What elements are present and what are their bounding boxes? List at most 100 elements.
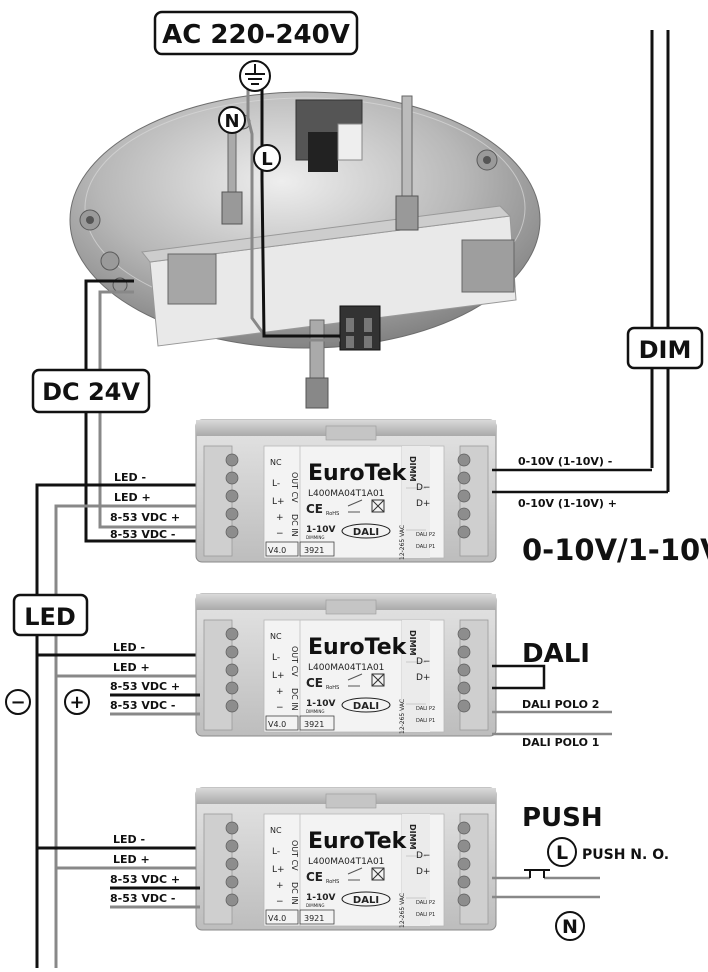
svg-text:DC IN: DC IN bbox=[290, 688, 299, 711]
svg-text:+: + bbox=[69, 692, 84, 713]
svg-text:−: − bbox=[276, 529, 284, 539]
svg-text:DALI POLO 1: DALI POLO 1 bbox=[522, 736, 599, 749]
svg-text:DALI P1: DALI P1 bbox=[416, 912, 435, 918]
svg-text:DC IN: DC IN bbox=[290, 882, 299, 905]
svg-text:DIMM: DIMM bbox=[408, 824, 417, 850]
svg-text:12-265 VAC: 12-265 VAC bbox=[399, 525, 406, 560]
brand-logo: EuroTek bbox=[308, 829, 408, 854]
led-label: LED bbox=[12, 593, 89, 637]
push-neutral-marker bbox=[555, 911, 585, 941]
svg-text:NC: NC bbox=[270, 632, 282, 641]
svg-text:OUT CV: OUT CV bbox=[290, 472, 299, 503]
driver3-wire-labels: LED - LED + 8-53 VDC + 8-53 VDC - bbox=[110, 833, 180, 905]
svg-text:DIMMING: DIMMING bbox=[306, 535, 324, 540]
svg-text:L400MA04T1A01: L400MA04T1A01 bbox=[308, 663, 384, 673]
brand-logo: EuroTek bbox=[308, 461, 408, 486]
brand-logo: EuroTek bbox=[308, 635, 408, 660]
driver3-feed-wires bbox=[110, 886, 200, 909]
svg-text:DALI P1: DALI P1 bbox=[416, 718, 435, 724]
led-plus-marker: + bbox=[64, 689, 90, 715]
svg-text:0-10V (1-10V) +: 0-10V (1-10V) + bbox=[518, 497, 617, 510]
svg-text:L+: L+ bbox=[272, 671, 285, 681]
driver-module-3: NC L- L+ + − OUT CV DC IN EuroTek L400MA… bbox=[195, 787, 497, 931]
svg-text:RoHS: RoHS bbox=[326, 511, 339, 517]
svg-text:N: N bbox=[224, 111, 239, 132]
svg-text:DALI P2: DALI P2 bbox=[416, 532, 435, 538]
svg-text:L-: L- bbox=[272, 479, 280, 489]
section2-title: DALI bbox=[522, 639, 590, 669]
svg-text:L: L bbox=[261, 149, 272, 170]
led-minus-marker: − bbox=[5, 689, 31, 715]
svg-text:L-: L- bbox=[272, 653, 280, 663]
ground-icon bbox=[239, 60, 271, 92]
svg-text:12-265 VAC: 12-265 VAC bbox=[399, 893, 406, 928]
svg-text:NC: NC bbox=[270, 458, 282, 467]
svg-text:L: L bbox=[556, 842, 568, 864]
driver2-wire-labels: LED - LED + 8-53 VDC + 8-53 VDC - bbox=[110, 641, 180, 712]
svg-text:LED +: LED + bbox=[114, 491, 151, 504]
svg-text:L+: L+ bbox=[272, 497, 285, 507]
svg-text:DALI P2: DALI P2 bbox=[416, 706, 435, 712]
line-marker-top: L bbox=[253, 144, 281, 172]
svg-text:CE: CE bbox=[306, 870, 323, 884]
svg-text:DALI: DALI bbox=[353, 527, 379, 538]
svg-text:L400MA04T1A01: L400MA04T1A01 bbox=[308, 857, 384, 867]
svg-text:LED: LED bbox=[24, 603, 76, 631]
svg-text:−: − bbox=[276, 897, 284, 907]
dc-supply-label: DC 24V bbox=[31, 368, 151, 414]
svg-text:N: N bbox=[562, 916, 578, 938]
svg-text:8-53 VDC +: 8-53 VDC + bbox=[110, 680, 180, 693]
power-supply-body bbox=[141, 95, 517, 409]
driver-module-1: NC L- L+ + − OUT CV DC IN EuroTek L400MA… bbox=[195, 419, 497, 563]
svg-text:+: + bbox=[276, 687, 284, 697]
driver1-wire-labels: LED - LED + 8-53 VDC + 8-53 VDC - bbox=[110, 471, 180, 541]
svg-text:0-10V (1-10V) -: 0-10V (1-10V) - bbox=[518, 455, 612, 468]
dim-label: DIM bbox=[626, 326, 704, 370]
section2-dali: DALI DALI POLO 2 DALI POLO 1 bbox=[492, 639, 612, 749]
svg-text:1-10V: 1-10V bbox=[306, 525, 336, 535]
svg-text:8-53 VDC +: 8-53 VDC + bbox=[110, 511, 180, 524]
svg-text:3921: 3921 bbox=[304, 546, 324, 555]
svg-text:D+: D+ bbox=[416, 867, 430, 877]
svg-text:8-53 VDC +: 8-53 VDC + bbox=[110, 873, 180, 886]
svg-text:L400MA04T1A01: L400MA04T1A01 bbox=[308, 489, 384, 499]
svg-text:RoHS: RoHS bbox=[326, 685, 339, 691]
svg-text:LED +: LED + bbox=[113, 853, 150, 866]
driver2-feed-wires bbox=[110, 693, 200, 716]
svg-text:OUT CV: OUT CV bbox=[290, 646, 299, 677]
svg-text:NC: NC bbox=[270, 826, 282, 835]
svg-text:CE: CE bbox=[306, 502, 323, 516]
svg-text:RoHS: RoHS bbox=[326, 879, 339, 885]
svg-text:−: − bbox=[10, 692, 25, 713]
svg-text:3921: 3921 bbox=[304, 914, 324, 923]
driver-module-2: NC L- L+ + − OUT CV DC IN EuroTek L400MA… bbox=[195, 593, 497, 737]
svg-text:+: + bbox=[276, 881, 284, 891]
svg-text:DALI P1: DALI P1 bbox=[416, 544, 435, 550]
svg-text:D+: D+ bbox=[416, 673, 430, 683]
svg-text:DC IN: DC IN bbox=[290, 514, 299, 537]
svg-text:DIMMING: DIMMING bbox=[306, 903, 324, 908]
svg-text:L+: L+ bbox=[272, 865, 285, 875]
svg-text:DIMM: DIMM bbox=[408, 630, 417, 656]
svg-text:DALI: DALI bbox=[353, 701, 379, 712]
svg-text:LED +: LED + bbox=[113, 661, 150, 674]
ac-supply-text: AC 220-240V bbox=[162, 20, 350, 50]
svg-text:8-53 VDC -: 8-53 VDC - bbox=[110, 528, 175, 541]
svg-text:L-: L- bbox=[272, 847, 280, 857]
svg-text:8-53 VDC -: 8-53 VDC - bbox=[110, 699, 175, 712]
push-line-marker bbox=[547, 837, 577, 867]
svg-text:D−: D− bbox=[416, 657, 430, 667]
svg-text:D−: D− bbox=[416, 483, 430, 493]
svg-text:DALI P2: DALI P2 bbox=[416, 900, 435, 906]
svg-text:LED -: LED - bbox=[114, 471, 146, 484]
svg-text:8-53 VDC -: 8-53 VDC - bbox=[110, 892, 175, 905]
svg-text:V4.0: V4.0 bbox=[268, 720, 286, 729]
svg-text:+: + bbox=[276, 513, 284, 523]
section3-push: PUSH L PUSH N. O. N bbox=[492, 803, 669, 941]
svg-text:CE: CE bbox=[306, 676, 323, 690]
svg-text:D+: D+ bbox=[416, 499, 430, 509]
svg-text:−: − bbox=[276, 703, 284, 713]
svg-text:1-10V: 1-10V bbox=[306, 893, 336, 903]
svg-text:DIMMING: DIMMING bbox=[306, 709, 324, 714]
